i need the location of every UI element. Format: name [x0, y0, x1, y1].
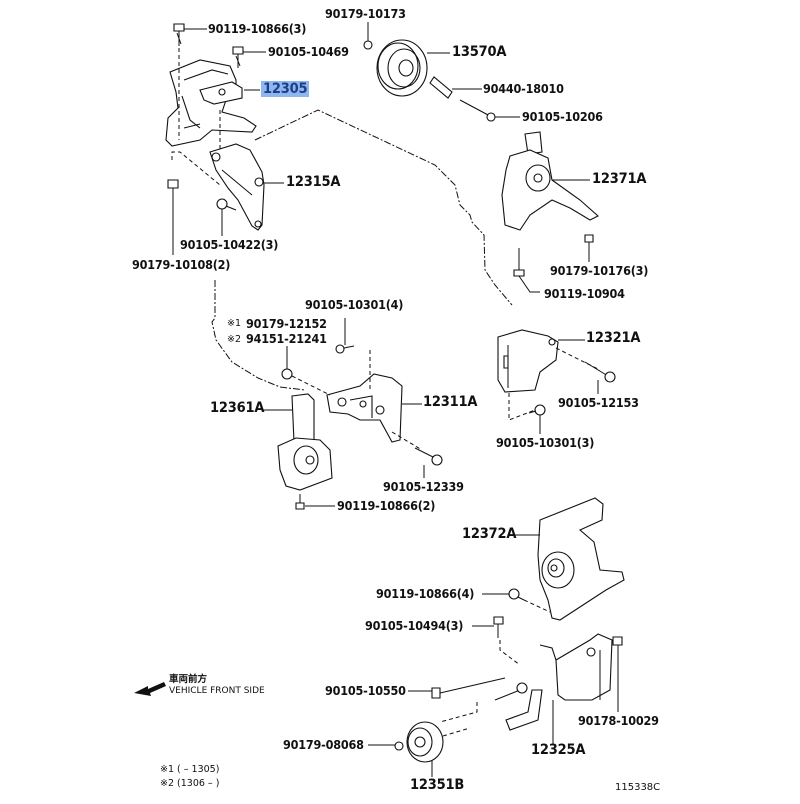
- nut-90179-10108[interactable]: [167, 179, 179, 189]
- mark-1: ※1: [227, 318, 242, 329]
- mark-2: ※2: [227, 334, 242, 345]
- label-12372A[interactable]: 12372A: [462, 526, 517, 542]
- insulator-12361A[interactable]: [277, 393, 333, 491]
- label-90105-12339[interactable]: 90105-12339: [383, 479, 464, 494]
- engine-mount-12305[interactable]: [165, 59, 257, 147]
- bolt-90105-10301-upper[interactable]: [335, 344, 355, 354]
- label-90105-12153[interactable]: 90105-12153: [558, 395, 639, 410]
- label-90119-10866-3[interactable]: 90119-10866(3): [208, 21, 307, 36]
- label-90179-10108-2[interactable]: 90179-10108(2): [132, 257, 231, 272]
- engine-outline: [254, 109, 513, 306]
- label-12325A[interactable]: 12325A: [531, 742, 586, 758]
- label-94151-21241[interactable]: 94151-21241: [246, 331, 327, 346]
- bolt-90119-10866-lower[interactable]: [508, 588, 525, 601]
- nut-94151-21241[interactable]: [281, 368, 293, 380]
- bolt-90105-10301-lower[interactable]: [528, 404, 546, 416]
- bracket-12311A[interactable]: [326, 373, 403, 443]
- vehicle-front-arrow: [134, 682, 166, 696]
- bolt-90119-10866-top[interactable]: [173, 23, 185, 46]
- bolt-90105-12153[interactable]: [584, 361, 616, 383]
- nut-90178-10029[interactable]: [612, 636, 623, 646]
- engine-outline-left: [211, 280, 306, 391]
- label-12361A[interactable]: 12361A: [210, 400, 265, 416]
- label-90105-10469[interactable]: 90105-10469: [268, 44, 349, 59]
- label-90119-10866-4[interactable]: 90119-10866(4): [376, 586, 475, 601]
- label-90105-10494-3[interactable]: 90105-10494(3): [365, 618, 464, 633]
- bolt-90119-10904[interactable]: [513, 248, 525, 277]
- bolt-90119-10866-mid[interactable]: [295, 494, 305, 510]
- bolt-90105-10494[interactable]: [493, 616, 504, 638]
- label-90179-10176-3[interactable]: 90179-10176(3): [550, 263, 649, 278]
- label-12315A[interactable]: 12315A: [286, 174, 341, 190]
- bracket-12321A[interactable]: [497, 329, 559, 393]
- label-12305-highlighted[interactable]: 12305: [261, 81, 310, 97]
- nut-90179-10176[interactable]: [584, 234, 594, 243]
- label-90178-10029[interactable]: 90178-10029: [578, 713, 659, 728]
- bolt-90105-12339[interactable]: [414, 447, 443, 466]
- label-90179-08068[interactable]: 90179-08068: [283, 737, 364, 752]
- insulator-12351B[interactable]: [406, 721, 444, 763]
- bolt-90105-10469[interactable]: [232, 46, 244, 68]
- idler-pulley-13570A[interactable]: [376, 39, 428, 97]
- label-90105-10550[interactable]: 90105-10550: [325, 683, 406, 698]
- direction-label-en: VEHICLE FRONT SIDE: [169, 686, 265, 696]
- footnote-2: ※2 (1306 – ): [160, 778, 220, 789]
- label-90105-10301-4[interactable]: 90105-10301(4): [305, 297, 404, 312]
- figure-id: 115338C: [615, 782, 661, 793]
- direction-label-jp: 車両前方: [169, 674, 208, 685]
- collar-90440-18010[interactable]: [429, 76, 453, 99]
- bolt-90105-10550[interactable]: [431, 677, 528, 701]
- label-90105-10206[interactable]: 90105-10206: [522, 109, 603, 124]
- label-13570A[interactable]: 13570A: [452, 44, 507, 60]
- bolt-90105-10206[interactable]: [459, 99, 496, 122]
- footnote-1: ※1 ( – 1305): [160, 764, 220, 775]
- nut-90179-08068[interactable]: [394, 741, 404, 751]
- engine-mount-12372A[interactable]: [537, 497, 625, 621]
- label-90105-10301-3[interactable]: 90105-10301(3): [496, 435, 595, 450]
- label-90119-10866-2[interactable]: 90119-10866(2): [337, 498, 436, 513]
- bracket-12315A[interactable]: [209, 143, 265, 231]
- label-12311A[interactable]: 12311A: [423, 394, 478, 410]
- label-90179-10173[interactable]: 90179-10173: [325, 6, 406, 21]
- label-90440-18010[interactable]: 90440-18010: [483, 81, 564, 96]
- nut-90179-10173[interactable]: [363, 40, 373, 50]
- label-12371A[interactable]: 12371A: [592, 171, 647, 187]
- label-12321A[interactable]: 12321A: [586, 330, 641, 346]
- label-90179-12152[interactable]: 90179-12152: [246, 316, 327, 331]
- label-90105-10422-3[interactable]: 90105-10422(3): [180, 237, 279, 252]
- engine-mount-12371A[interactable]: [501, 131, 599, 231]
- bracket-12325A[interactable]: [505, 633, 613, 731]
- label-12351B[interactable]: 12351B: [410, 777, 465, 793]
- bolt-90105-10422[interactable]: [216, 198, 237, 211]
- label-90119-10904[interactable]: 90119-10904: [544, 286, 625, 301]
